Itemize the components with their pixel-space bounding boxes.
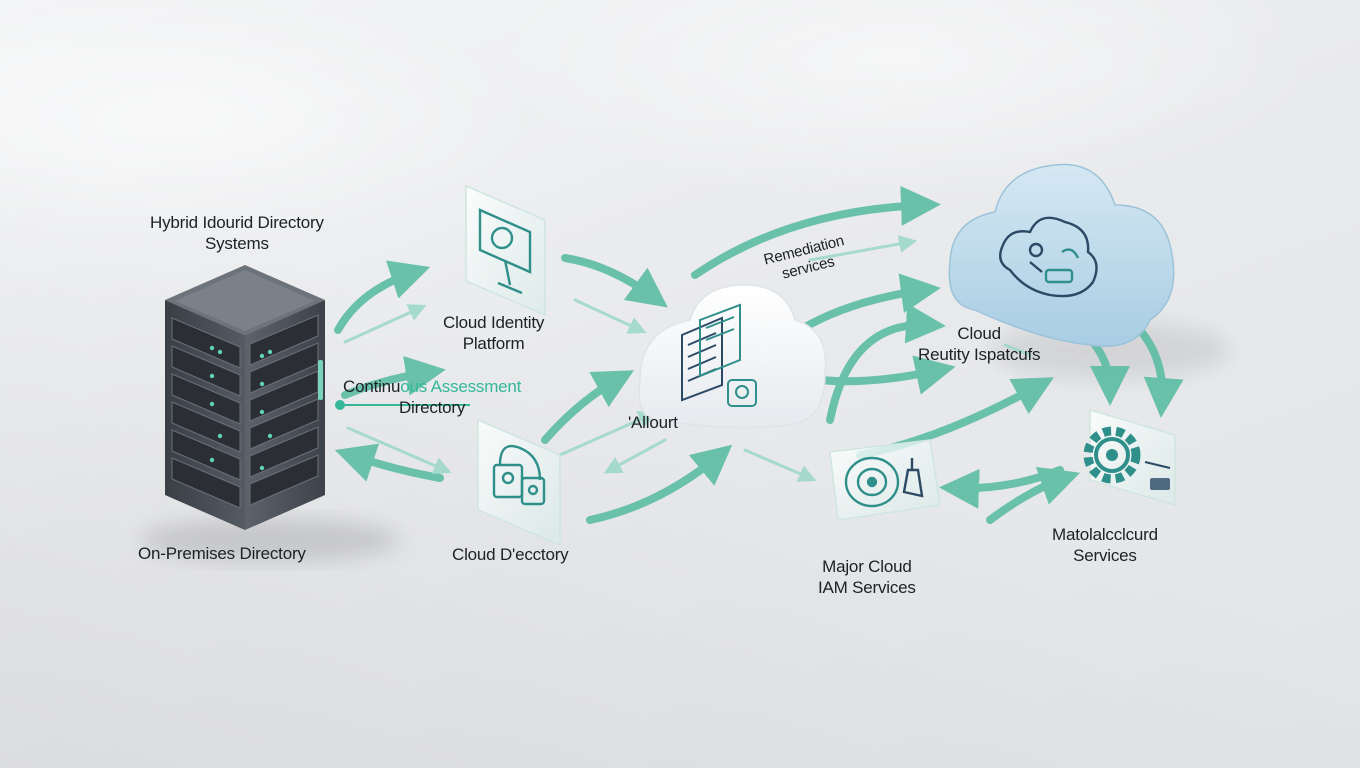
cloud-settings-icon [999,216,1098,298]
central-cloud [638,284,827,429]
rack-shadow [140,518,400,562]
arrow-bluecloud-to-gear [1136,326,1184,418]
major-cloud-iam-label: Major Cloud IAM Services [818,556,916,598]
continuous-line2: Directory [398,398,466,417]
cloud-identity-line1: Cloud Identity [443,313,545,332]
continuous-assessment-label: Continuous Assessment Directory [343,376,521,418]
arrow-remediation [796,273,941,334]
arrow-rack-to-assessment [341,356,446,399]
disc-icon [844,456,924,508]
major-cloud-line1: Major Cloud [822,557,912,576]
gear-icon [1083,426,1171,490]
arrow-identity-to-cloud [561,254,668,308]
server-rack-icon [165,265,325,530]
continuous-accent: ous Assessment [400,377,522,396]
major-cloud-iam-card [829,439,941,521]
allourt-label: 'Allourt [628,412,678,433]
major-cloud-line2: IAM Services [818,578,916,597]
arrow-directory-to-iam [586,444,733,524]
hybrid-title-line1: Hybrid Idourid Directory [150,213,324,232]
flow-arrows [334,185,1184,524]
cloud-security-label: Cloud Reutity Ispatcufs [918,323,1040,365]
mato-services-label: Matolalcclcurd Services [1052,524,1158,566]
assessment-pointer [335,400,470,410]
lock-user-icon [492,444,546,506]
mato-line1: Matolalcclcurd [1052,525,1158,544]
cloud-security-line1: Cloud [957,324,1001,343]
blue-cloud [948,163,1175,347]
mato-line2: Services [1073,546,1137,565]
arrow-cloud-to-security [816,355,956,395]
arrow-loop-up [826,303,946,424]
continuous-prefix: Continu [343,377,401,396]
cloud-identity-line2: Platform [462,334,525,353]
hybrid-title-label: Hybrid Idourid Directory Systems [150,212,324,254]
cloud-security-line2: Reutity Ispatcufs [918,345,1041,364]
services-gear-card [1083,408,1176,507]
dashboard-icon [681,303,757,407]
thin-arrows [343,235,1032,482]
arrow-iam-to-gear [986,466,1081,524]
cloud-directory-text: Cloud D'ecctory [452,545,569,564]
arrow-rack-to-identity [334,260,431,334]
on-prem-text: On-Premises Directory [138,544,306,563]
cloud-identity-label: Cloud Identity Platform [443,312,544,354]
arrow-cloud-to-bluecloud [691,185,941,279]
hybrid-title-line2: Systems [204,234,269,253]
cloud-directory-label: Cloud D'ecctory [452,544,569,565]
on-prem-label: On-Premises Directory [138,543,306,564]
cloud-directory-card [477,418,561,547]
monitor-icon [478,208,532,295]
arrow-directory-to-rack [334,443,444,482]
arrow-directory-to-cloud [541,370,635,444]
arrow-security-to-gear [1089,341,1130,406]
allourt-text: 'Allourt [628,413,678,432]
cloud-identity-platform-card [465,184,546,317]
